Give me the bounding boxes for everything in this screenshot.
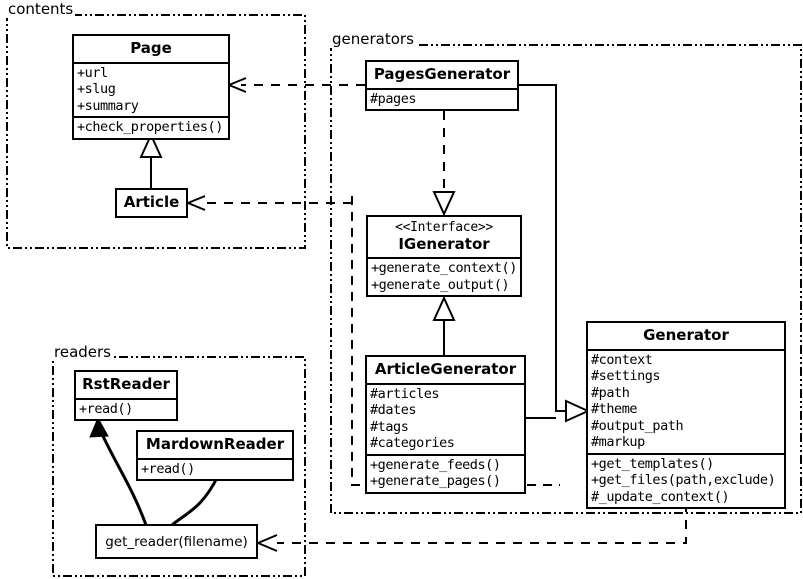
class-operation: +check_properties() <box>77 119 223 136</box>
class-box-mardown-reader[interactable]: MardownReader +read() <box>136 430 294 482</box>
class-box-rst-reader[interactable]: RstReader +read() <box>74 370 178 422</box>
function-label-get-reader: get_reader(filename) <box>105 533 248 550</box>
class-name-label-igenerator: IGenerator <box>398 234 490 253</box>
class-operation: +generate_context() <box>371 260 517 277</box>
class-attributes-article-generator: #articles #dates #tags #categories <box>367 382 524 454</box>
class-attribute: #settings <box>591 368 661 385</box>
class-operation: +get_templates() <box>591 455 714 472</box>
class-name-article-generator: ArticleGenerator <box>374 360 517 378</box>
class-operation: +generate_output() <box>371 276 510 293</box>
class-operation: +generate_feeds() <box>370 456 501 473</box>
package-label-readers: readers <box>52 343 113 361</box>
generalization-pagesgenerator-generator-line <box>519 84 566 412</box>
class-attribute: #pages <box>370 90 417 107</box>
class-attributes-pages-generator: #pages <box>367 87 517 110</box>
class-name-igenerator: <<Interface>> IGenerator <box>368 217 520 257</box>
class-attribute: #tags <box>370 418 409 435</box>
class-name-rst-reader: RstReader <box>82 375 170 393</box>
dependency-generator-getreader-arrowhead <box>257 534 278 552</box>
class-operation: +get_files(path,exclude) <box>591 472 776 489</box>
class-operations-igenerator: +generate_context() +generate_output() <box>368 257 520 295</box>
class-name-page: Page <box>130 39 172 57</box>
generalization-generator-arrowhead <box>565 399 591 423</box>
class-operations-mardown-reader: +read() <box>138 457 292 480</box>
class-operations-generator: +get_templates() +get_files(path,exclude… <box>588 452 784 508</box>
class-attribute: #theme <box>591 401 638 418</box>
uses-getreader-mardownreader-line <box>170 474 220 527</box>
class-attribute: #dates <box>370 402 417 419</box>
class-attribute: #articles <box>370 385 440 402</box>
package-label-generators: generators <box>330 30 416 48</box>
class-attribute: +slug <box>77 81 116 98</box>
class-attributes-page: +url +slug +summary <box>74 61 228 117</box>
dependency-articlegenerator-article-arrowhead <box>187 195 206 211</box>
class-box-page[interactable]: Page +url +slug +summary +check_properti… <box>72 34 230 140</box>
class-operations-page: +check_properties() <box>74 116 228 138</box>
function-box-get-reader[interactable]: get_reader(filename) <box>95 524 258 559</box>
class-attribute: #output_path <box>591 417 684 434</box>
dependency-pagesgenerator-page-arrowhead <box>228 77 247 93</box>
class-box-article-generator[interactable]: ArticleGenerator #articles #dates #tags … <box>365 355 526 494</box>
class-attributes-generator: #context #settings #path #theme #output_… <box>588 348 784 453</box>
class-name-mardown-reader: MardownReader <box>145 435 285 453</box>
class-name-generator: Generator <box>643 326 729 344</box>
class-box-article[interactable]: Article <box>115 188 188 218</box>
class-stereotype-igenerator: <<Interface>> <box>395 220 493 235</box>
class-name-article: Article <box>123 193 180 211</box>
realization-pagesgenerator-igenerator-arrowhead <box>432 191 456 217</box>
generalization-articlegenerator-igenerator-arrowhead <box>432 295 456 321</box>
class-name-pages-generator: PagesGenerator <box>373 65 511 83</box>
class-operation: +read() <box>141 460 195 477</box>
class-box-igenerator[interactable]: <<Interface>> IGenerator +generate_conte… <box>366 215 522 298</box>
class-attribute: #context <box>591 351 653 368</box>
class-attribute: #markup <box>591 434 645 451</box>
class-operation: #_update_context() <box>591 488 730 505</box>
class-attribute: +summary <box>77 97 139 114</box>
class-attribute: +url <box>77 64 108 81</box>
class-operation: +generate_pages() <box>370 473 501 490</box>
class-operations-article-generator: +generate_feeds() +generate_pages() <box>367 453 524 492</box>
package-label-contents: contents <box>6 0 76 18</box>
class-attribute: #categories <box>370 435 455 452</box>
class-box-pages-generator[interactable]: PagesGenerator #pages <box>365 60 519 112</box>
class-box-generator[interactable]: Generator #context #settings #path #them… <box>586 321 786 510</box>
class-operations-rst-reader: +read() <box>76 397 176 420</box>
class-attribute: #path <box>591 384 630 401</box>
class-operation: +read() <box>79 400 133 417</box>
